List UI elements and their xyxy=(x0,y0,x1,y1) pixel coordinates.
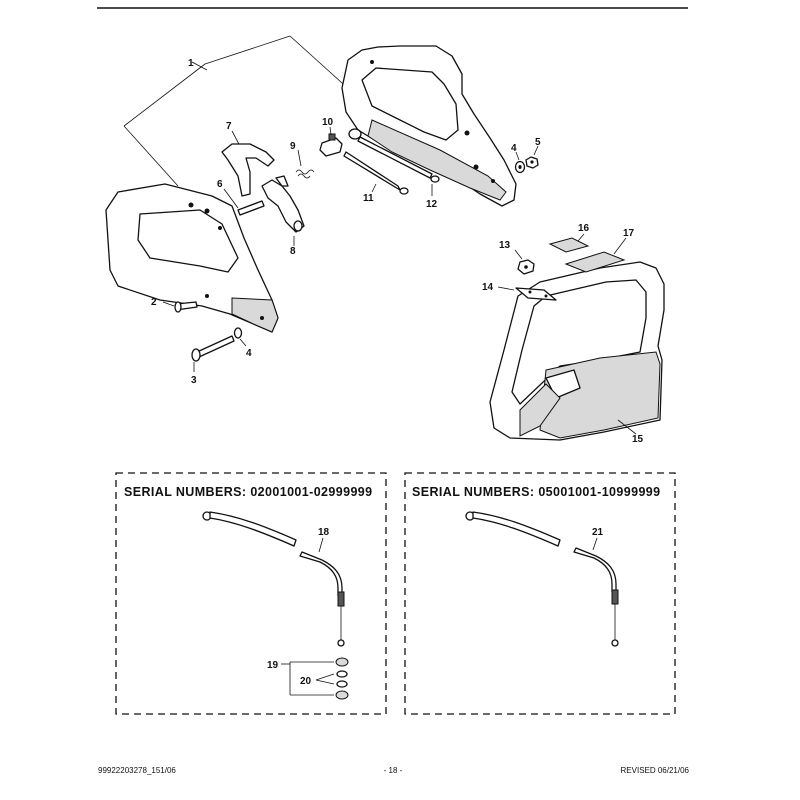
washer-item-4-upper xyxy=(514,151,526,174)
callout-16: 16 xyxy=(578,223,590,234)
footer-revised: REVISED 06/21/06 xyxy=(621,766,690,775)
callout-11: 11 xyxy=(363,193,374,204)
lockout-item-7 xyxy=(221,130,275,197)
callout-7: 7 xyxy=(226,121,232,132)
callout-4-upper: 4 xyxy=(511,143,517,154)
nut-item-13 xyxy=(514,249,535,275)
callout-17: 17 xyxy=(623,228,635,239)
footer-page-number: - 18 - xyxy=(384,766,403,775)
callout-20: 20 xyxy=(300,676,312,687)
label-item-17 xyxy=(564,237,627,273)
hardware-item-19-20 xyxy=(281,657,349,700)
plate-item-14 xyxy=(497,286,557,301)
throttle-cable-item-18 xyxy=(202,511,345,647)
front-handle-item-15 xyxy=(489,261,665,441)
serial-title-left: SERIAL NUMBERS: 02001001-02999999 xyxy=(124,485,373,499)
long-screw-item-3 xyxy=(191,335,235,372)
pin-item-6 xyxy=(223,188,265,216)
callout-8: 8 xyxy=(290,246,296,257)
screw-item-2 xyxy=(162,301,198,313)
callout-1-bracket xyxy=(123,35,353,187)
callout-6: 6 xyxy=(217,179,223,190)
callout-5: 5 xyxy=(535,137,541,148)
nut-item-5 xyxy=(525,145,539,169)
trigger-item-8 xyxy=(261,175,305,246)
callout-10: 10 xyxy=(322,117,334,128)
footer-doc-number: 99922203278_151/06 xyxy=(98,766,176,775)
callout-2: 2 xyxy=(151,297,157,308)
serial-title-right: SERIAL NUMBERS: 05001001-10999999 xyxy=(412,485,661,499)
wire-item-12 xyxy=(348,128,440,196)
left-handle-half xyxy=(105,183,279,333)
callout-13: 13 xyxy=(499,240,511,251)
throttle-cable-item-21 xyxy=(465,511,619,647)
callout-9: 9 xyxy=(290,141,296,152)
callout-19: 19 xyxy=(267,660,279,671)
callout-3: 3 xyxy=(191,375,197,386)
callout-12: 12 xyxy=(426,199,438,210)
callout-1: 1 xyxy=(188,58,194,69)
callout-21: 21 xyxy=(592,527,604,538)
serial-box-right xyxy=(404,472,676,715)
callout-4-lower: 4 xyxy=(246,348,252,359)
serial-box-left xyxy=(115,472,387,715)
right-handle-half xyxy=(341,45,517,207)
label-item-16 xyxy=(548,233,590,253)
cable-item-11 xyxy=(343,151,409,195)
callout-18: 18 xyxy=(318,527,330,538)
spring-item-9 xyxy=(295,149,315,179)
washer-item-4-lower xyxy=(233,327,247,347)
callout-15: 15 xyxy=(632,434,644,445)
callout-14: 14 xyxy=(482,282,494,293)
switch-item-10 xyxy=(319,126,343,157)
